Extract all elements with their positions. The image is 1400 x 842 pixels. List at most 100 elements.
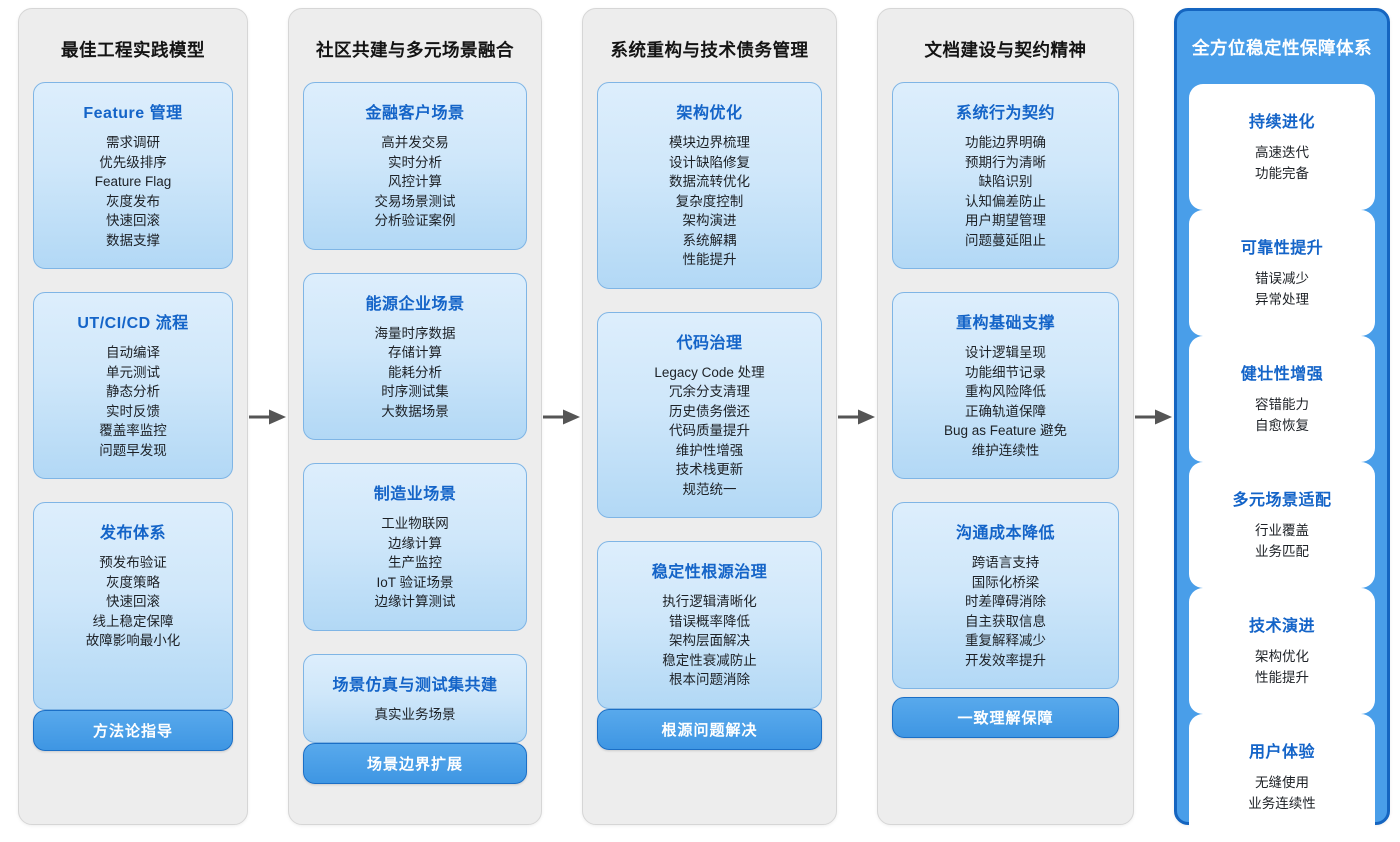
card-item-list: 执行逻辑清晰化错误概率降低架构层面解决稳定性衰减防止根本问题消除 (606, 592, 813, 690)
card-item: 稳定性衰减防止 (662, 652, 757, 668)
column-title: 文档建设与契约精神 (924, 40, 1087, 60)
card-item: IoT 验证场景 (376, 574, 454, 590)
flow-arrow-gap (837, 8, 877, 825)
flow-arrow-icon (543, 409, 580, 424)
card-title: 场景仿真与测试集共建 (332, 676, 498, 694)
card-title: 代码治理 (676, 334, 743, 352)
card-item: 重复解释减少 (965, 633, 1046, 648)
card-item: 高并发交易 (381, 135, 449, 150)
summary-badge: 根源问题解决 (597, 708, 822, 750)
card-item: 功能完备 (1255, 166, 1309, 181)
card-title: 用户体验 (1248, 744, 1315, 761)
card-item: 快速回滚 (106, 213, 160, 228)
card-item-list: 模块边界梳理设计缺陷修复数据流转优化复杂度控制架构演进系统解耦性能提升 (606, 133, 813, 270)
card-item: 能耗分析 (388, 364, 442, 380)
card-item: 时序测试集 (381, 384, 449, 399)
card-title: 沟通成本降低 (955, 525, 1055, 542)
info-card: 健壮性增强容错能力自愈恢复 (1189, 336, 1375, 462)
card-item: 真实业务场景 (374, 706, 456, 722)
card-item: 冗余分支清理 (669, 384, 750, 399)
card-item-list: 无缝使用业务连续性 (1195, 772, 1369, 814)
card-item: 业务连续性 (1248, 796, 1316, 811)
info-card: 系统行为契约功能边界明确预期行为清晰缺陷识别认知偏差防止用户期望管理问题蔓延阻止 (892, 82, 1119, 269)
card-item: 容错能力 (1255, 397, 1309, 412)
card-item: 设计逻辑呈现 (965, 345, 1046, 360)
card-item: 根本问题消除 (669, 672, 750, 687)
info-card: 沟通成本降低跨语言支持国际化桥梁时差障碍消除自主获取信息重复解释减少开发效率提升 (892, 502, 1119, 689)
card-item: 预期行为清晰 (965, 154, 1046, 170)
card-item: 架构演进 (682, 213, 737, 228)
card-item-list: 高速迭代功能完备 (1195, 142, 1369, 184)
card-item: 复杂度控制 (675, 193, 744, 209)
card-item: 架构层面解决 (669, 633, 750, 648)
flow-arrow-icon (838, 409, 875, 424)
column-title: 最佳工程实践模型 (61, 40, 205, 60)
card-item: 静态分析 (106, 384, 160, 399)
card-item: Legacy Code 处理 (654, 364, 765, 380)
flow-arrow-icon (1135, 409, 1172, 424)
card-item: 边缘计算 (388, 535, 442, 551)
card-title: 多元场景适配 (1232, 492, 1332, 509)
card-item: 数据支撑 (106, 232, 160, 248)
card-title: 系统行为契约 (955, 105, 1055, 122)
card-item: 错误减少 (1255, 271, 1309, 286)
card-item: 自动编译 (106, 345, 160, 360)
card-item: 自主获取信息 (965, 613, 1046, 629)
column-panel-5: 全方位稳定性保障体系持续进化高速迭代功能完备可靠性提升错误减少异常处理健壮性增强… (1174, 8, 1390, 840)
card-item: 实时反馈 (106, 403, 160, 419)
card-list: 金融客户场景高并发交易实时分析风控计算交易场景测试分析验证案例能源企业场景海量时… (303, 82, 527, 743)
info-card: 代码治理 Legacy Code 处理冗余分支清理历史债务偿还代码质量提升维护性增… (597, 311, 822, 518)
card-item: 大数据场景 (381, 403, 449, 419)
card-title: 金融客户场景 (365, 105, 465, 122)
card-item-list: 自动编译单元测试静态分析实时反馈覆盖率监控问题早发现 (42, 343, 224, 460)
card-item: 工业物联网 (381, 516, 449, 531)
card-item: 维护性增强 (675, 442, 744, 458)
card-item: 用户期望管理 (965, 213, 1046, 228)
card-item: 问题早发现 (99, 442, 167, 458)
info-card: 技术演进架构优化性能提升 (1189, 588, 1375, 714)
card-item: 预发布验证 (99, 555, 167, 570)
info-card: 用户体验无缝使用业务连续性 (1189, 714, 1375, 840)
card-item-list: Legacy Code 处理冗余分支清理历史债务偿还代码质量提升维护性增强技术栈… (606, 363, 813, 500)
info-card: 稳定性根源治理执行逻辑清晰化错误概率降低架构层面解决稳定性衰减防止根本问题消除 (597, 541, 822, 709)
card-item: 边缘计算测试 (374, 594, 456, 609)
card-item-list: 跨语言支持国际化桥梁时差障碍消除自主获取信息重复解释减少开发效率提升 (901, 553, 1110, 670)
card-item: 存储计算 (388, 345, 442, 360)
column-title: 社区共建与多元场景融合 (316, 40, 514, 60)
info-card: 多元场景适配行业覆盖业务匹配 (1189, 462, 1375, 588)
column-panel-3: 系统重构与技术债务管理架构优化模块边界梳理设计缺陷修复数据流转优化复杂度控制架构… (582, 8, 837, 825)
card-item: 认知偏差防止 (965, 193, 1046, 209)
card-item: 性能提升 (682, 252, 737, 267)
card-title: 健壮性增强 (1240, 366, 1324, 383)
card-item-list: 架构优化性能提升 (1195, 646, 1369, 688)
summary-badge: 场景边界扩展 (303, 743, 527, 784)
card-item-list: 容错能力自愈恢复 (1195, 394, 1369, 436)
card-title: 技术演进 (1248, 618, 1315, 635)
card-item: 覆盖率监控 (99, 423, 167, 438)
card-item: 正确轨道保障 (965, 403, 1046, 419)
card-item: 问题蔓延阻止 (965, 232, 1046, 248)
card-title: 持续进化 (1248, 114, 1315, 131)
card-item: 技术栈更新 (675, 462, 744, 477)
card-item: 分析验证案例 (374, 213, 456, 228)
card-item-list: 高并发交易实时分析风控计算交易场景测试分析验证案例 (312, 133, 518, 231)
info-card: 金融客户场景高并发交易实时分析风控计算交易场景测试分析验证案例 (303, 82, 527, 250)
card-item-list: 行业覆盖业务匹配 (1195, 520, 1369, 562)
info-card: UT/CI/CD 流程自动编译单元测试静态分析实时反馈覆盖率监控问题早发现 (33, 292, 233, 479)
card-item: 国际化桥梁 (971, 574, 1040, 590)
card-item: 维护连续性 (971, 442, 1040, 458)
summary-badge: 方法论指导 (33, 709, 233, 751)
card-item: Feature Flag (94, 174, 172, 189)
card-item: 规范统一 (682, 481, 737, 497)
card-item: 错误概率降低 (669, 613, 750, 629)
info-card: 发布体系预发布验证灰度策略快速回滚线上稳定保障故障影响最小化 (33, 502, 233, 710)
card-list: 系统行为契约功能边界明确预期行为清晰缺陷识别认知偏差防止用户期望管理问题蔓延阻止… (892, 82, 1119, 689)
card-item: 时差障碍消除 (965, 594, 1046, 609)
card-item: 历史债务偿还 (669, 403, 750, 419)
card-title: Feature 管理 (83, 105, 183, 122)
column-title: 全方位稳定性保障体系 (1192, 38, 1372, 58)
